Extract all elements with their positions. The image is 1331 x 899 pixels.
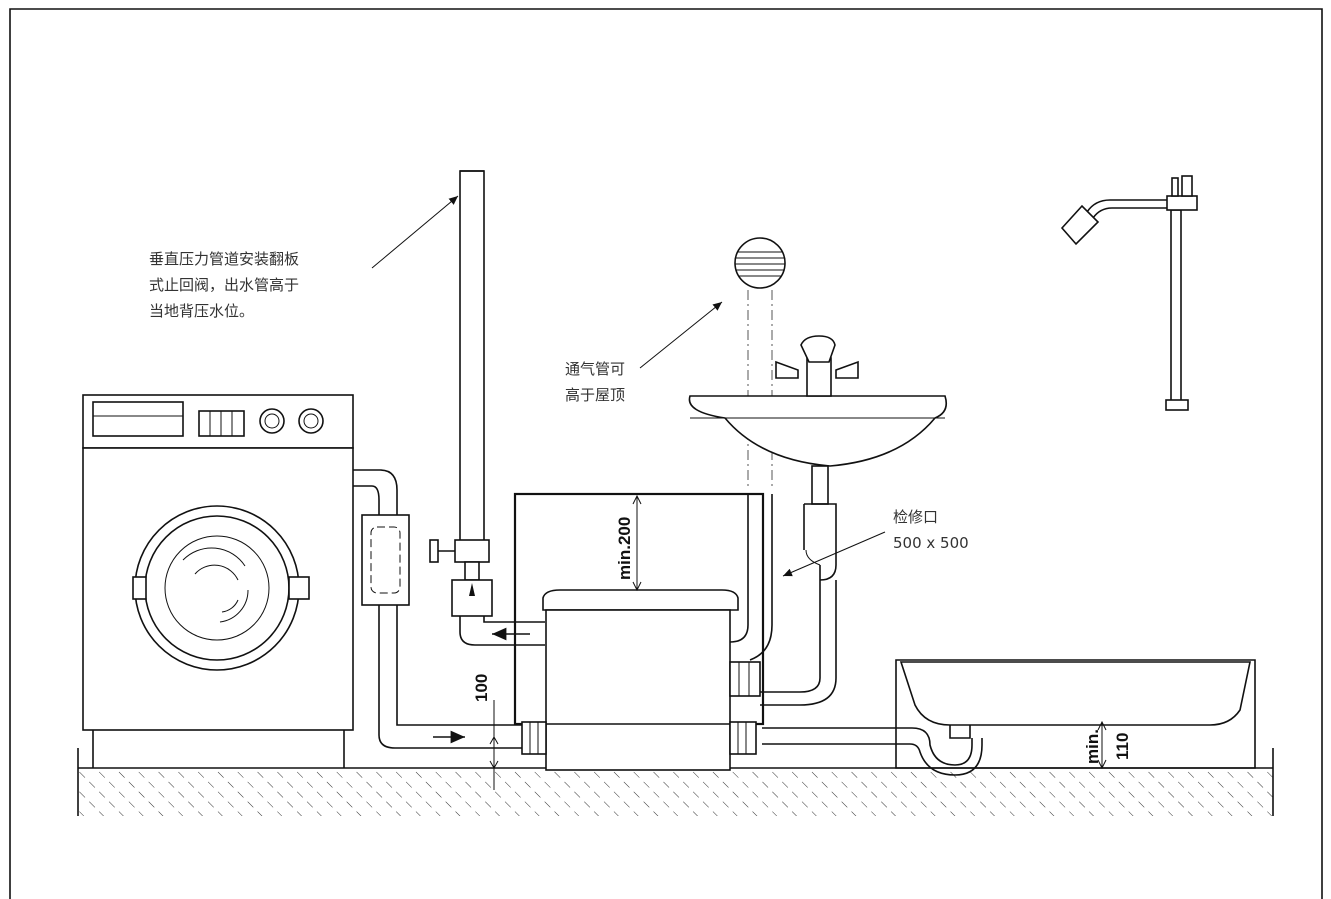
shower — [1060, 175, 1198, 411]
vent-note-line: 通气管可 — [565, 360, 626, 378]
pressure-pipe — [429, 170, 545, 646]
service-opening-note: 检修口 500 x 500 — [893, 504, 969, 556]
dim-inlet-height: 100 — [472, 674, 491, 702]
check-valve-note-line: 式止回阀，出水管高于 — [149, 276, 300, 294]
bathtub — [762, 659, 1256, 776]
wash-basin — [688, 335, 948, 706]
vent-pipe — [729, 237, 786, 661]
dim-bathtub-value: 110 — [1113, 733, 1132, 760]
leader-lines — [371, 195, 886, 577]
check-valve-note: 垂直压力管道安装翻板 式止回阀，出水管高于 当地背压水位。 — [149, 246, 299, 324]
check-valve-note-line: 垂直压力管道安装翻板 — [149, 250, 300, 268]
service-opening-note-line: 500 x 500 — [893, 534, 969, 552]
dim-bathtub-min: min. — [1083, 729, 1102, 764]
dimension-lines — [489, 494, 1107, 790]
vent-note: 通气管可 高于屋顶 — [565, 356, 625, 408]
washing-machine — [82, 394, 354, 768]
dim-top-clearance: min.200 — [615, 517, 634, 580]
vent-note-line: 高于屋顶 — [565, 386, 626, 404]
drawing-border — [9, 8, 1323, 899]
check-valve-note-line: 当地背压水位。 — [149, 302, 255, 320]
pump-unit — [521, 589, 761, 771]
drain-hose — [353, 469, 522, 749]
floor — [77, 748, 1274, 816]
service-opening-note-line: 检修口 — [893, 508, 939, 526]
